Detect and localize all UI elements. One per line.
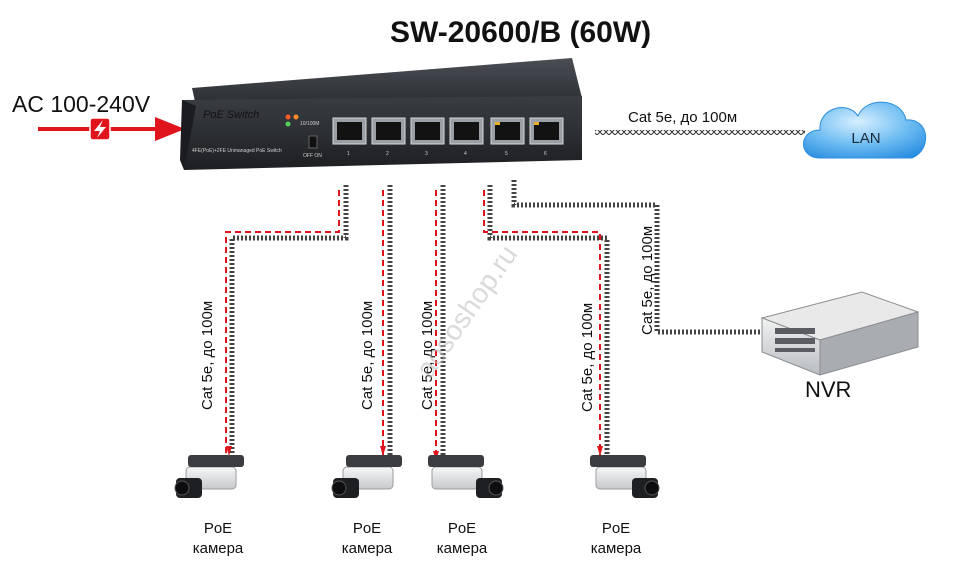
camera-icon — [174, 455, 244, 498]
power-arrow — [38, 117, 185, 141]
ethernet-port: 1 — [332, 117, 367, 157]
camera-label: PoE — [353, 520, 381, 537]
poe-switch: PoE Switch 4FE(PoE)+2FE Unmanaged PoE Sw… — [180, 58, 582, 170]
camera-label: PoE — [602, 520, 630, 537]
lan-label: LAN — [851, 130, 880, 147]
power-bolt-icon — [89, 117, 111, 141]
ethernet-port: 2 — [371, 117, 406, 157]
port-number: 4 — [464, 151, 467, 157]
ethernet-port: 3 — [410, 117, 445, 157]
camera-label: камера — [437, 540, 488, 557]
cable-label-camera-3: Cat 5e, до 100м — [419, 301, 436, 410]
nvr-cable — [511, 180, 760, 335]
ethernet-port: 5 — [490, 117, 525, 157]
camera-label: камера — [193, 540, 244, 557]
lan-cloud-icon: LAN — [803, 101, 927, 159]
camera-3: PoE камера — [428, 455, 504, 557]
camera-label: PoE — [448, 520, 476, 537]
camera-label: PoE — [204, 520, 232, 537]
switch-name: PoE Switch — [203, 109, 259, 121]
camera-1: PoE камера — [174, 455, 244, 557]
port-number: 3 — [425, 151, 428, 157]
port-group: 1 2 3 4 5 — [332, 117, 564, 157]
camera-icon — [590, 455, 660, 498]
diagram-title: SW-20600/B (60W) — [390, 16, 651, 49]
switch-subtitle: 4FE(PoE)+2FE Unmanaged PoE Switch — [192, 148, 282, 154]
ethernet-port: 4 — [449, 117, 484, 157]
camera-2: PoE камера — [331, 455, 402, 557]
camera-cables — [225, 185, 610, 461]
ethernet-port: 6 — [529, 117, 564, 157]
camera-4: PoE камера — [590, 455, 660, 557]
cable-label-camera-1: Cat 5e, до 100м — [199, 301, 216, 410]
port-number: 1 — [347, 151, 350, 157]
cable-label-camera-4: Cat 5e, до 100м — [579, 303, 596, 412]
nvr-label: NVR — [805, 377, 851, 402]
cable-label-nvr: Cat 5e, до 100м — [639, 226, 656, 335]
nvr-server-icon: NVR — [760, 291, 920, 402]
lan-cable-label: Cat 5e, до 100м — [628, 109, 737, 126]
port-number: 6 — [544, 151, 547, 157]
port-number: 5 — [505, 151, 508, 157]
indicator-leds: 10/100M — [285, 114, 319, 127]
dip-switch — [308, 135, 318, 149]
power-label: AC 100-240V — [12, 91, 151, 117]
cable-label-camera-2: Cat 5e, до 100м — [359, 301, 376, 410]
camera-icon — [428, 455, 504, 498]
indicator-label-speed: 10/100M — [300, 121, 319, 127]
port-number: 2 — [386, 151, 389, 157]
lan-cable: Cat 5e, до 100м — [595, 109, 805, 135]
camera-label: камера — [591, 540, 642, 557]
dip-label: OFF ON — [303, 153, 322, 159]
camera-icon — [331, 455, 402, 498]
camera-label: камера — [342, 540, 393, 557]
